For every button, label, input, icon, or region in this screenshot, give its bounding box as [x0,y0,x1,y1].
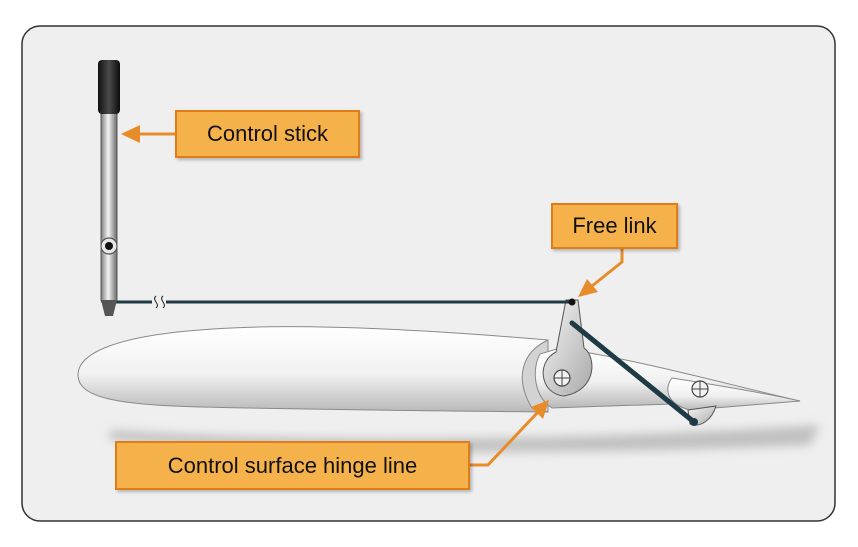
arrow-hinge-line [470,400,549,467]
control-horn [542,299,593,397]
control-stick-pivot-pin [105,242,113,250]
label-free-link: Free link [551,203,678,249]
cable-break-mark-2 [161,295,165,309]
control-stick-tip [101,300,117,316]
arrow-free-link [578,249,624,297]
free-link-pivot [568,298,576,306]
airfoil-main [77,326,549,413]
cable-break [152,295,166,309]
cable-break-mark-1 [154,295,158,309]
label-control-surface-hinge-line: Control surface hinge line [115,441,470,490]
control-stick-shaft [100,95,118,305]
link-rod-end [690,418,698,426]
link-rod [569,320,697,425]
label-control-stick: Control stick [175,110,360,158]
control-stick-grip [98,60,120,114]
arrow-control-stick [121,125,175,143]
